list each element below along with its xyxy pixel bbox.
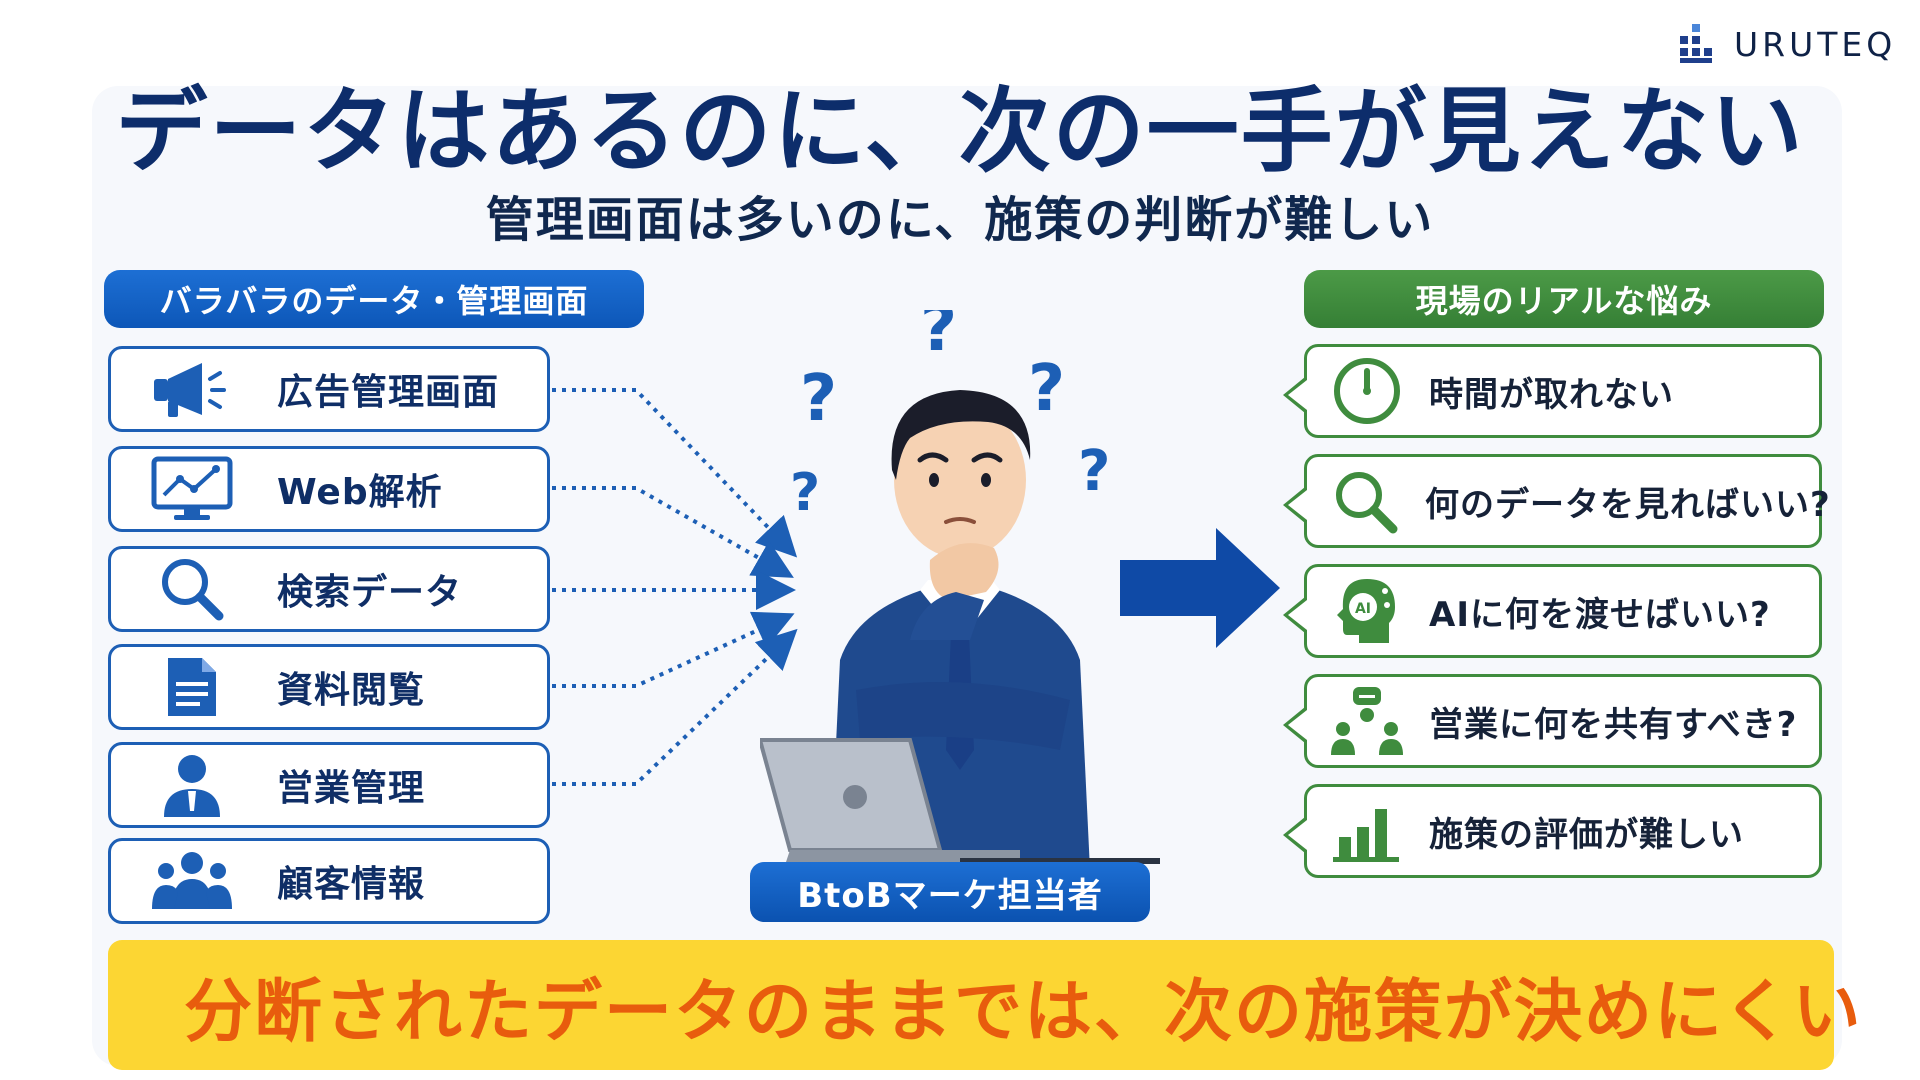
worry-item: 施策の評価が難しい [1283,784,1822,878]
worry-item: AI AIに何を渡せばいい? [1283,564,1822,658]
brand-logo: URUTEQ [1680,24,1896,64]
data-source-item: Web解析 [108,446,550,532]
worry-label: 施策の評価が難しい [1429,814,1744,855]
customer-group-icon [147,846,237,916]
page-title: データはあるのに、次の一手が見えない [115,78,1805,185]
data-source-item: 検索データ [108,546,550,632]
worry-label: 何のデータを見ればいい? [1425,484,1831,525]
conclusion-banner: ! 分断されたデータのままでは、次の施策が決めにくい [108,940,1861,1070]
bar-chart-icon [1329,793,1405,869]
data-source-item: 広告管理画面 [108,346,550,432]
ai-head-icon: AI [1329,573,1405,649]
thinking-businessman-icon: ? ? ? ? ? [760,310,1160,870]
page-subtitle: 管理画面は多いのに、施策の判断が難しい [485,192,1435,248]
search-icon [147,554,237,624]
data-source-label: 検索データ [277,572,463,613]
data-source-label: Web解析 [277,472,443,513]
worry-label: 時間が取れない [1429,374,1674,415]
question-mark: ? [1078,439,1110,504]
grid-blocks-logo-icon [1680,24,1712,63]
question-mark: ? [790,463,820,523]
data-source-item: 顧客情報 [108,838,550,924]
data-source-label: 顧客情報 [277,864,426,905]
team-share-icon [1329,683,1405,759]
clock-icon [1329,353,1405,429]
worry-label: AIに何を渡せばいい? [1429,594,1771,635]
search-icon [1329,463,1401,539]
conclusion-text: 分断されたデータのままでは、次の施策が決めにくい [184,972,1863,1052]
worry-item: 何のデータを見ればいい? [1283,454,1830,548]
worry-item: 時間が取れない [1283,344,1822,438]
megaphone-icon [147,354,237,424]
data-source-label: 広告管理画面 [277,372,500,413]
worry-item: 営業に何を共有すべき? [1283,674,1822,768]
data-source-label: 資料閲覧 [277,670,426,711]
data-source-item: 資料閲覧 [108,644,550,730]
brand-name: URUTEQ [1734,24,1897,64]
worry-label: 営業に何を共有すべき? [1429,704,1798,745]
question-mark: ? [800,362,837,436]
right-arrow-icon [1120,528,1280,648]
role-badge: BtoBマーケ担当者 [750,862,1150,922]
right-section-header: 現場のリアルな悩み [1304,270,1824,328]
data-source-label: 営業管理 [277,768,426,809]
data-source-item: 営業管理 [108,742,550,828]
question-mark: ? [920,310,957,366]
analytics-monitor-icon [147,454,237,524]
ai-head-text: AI [1355,601,1371,617]
salesperson-icon [147,750,237,820]
left-section-header: バラバラのデータ・管理画面 [104,270,644,328]
question-mark: ? [1028,352,1065,426]
document-icon [147,652,237,722]
